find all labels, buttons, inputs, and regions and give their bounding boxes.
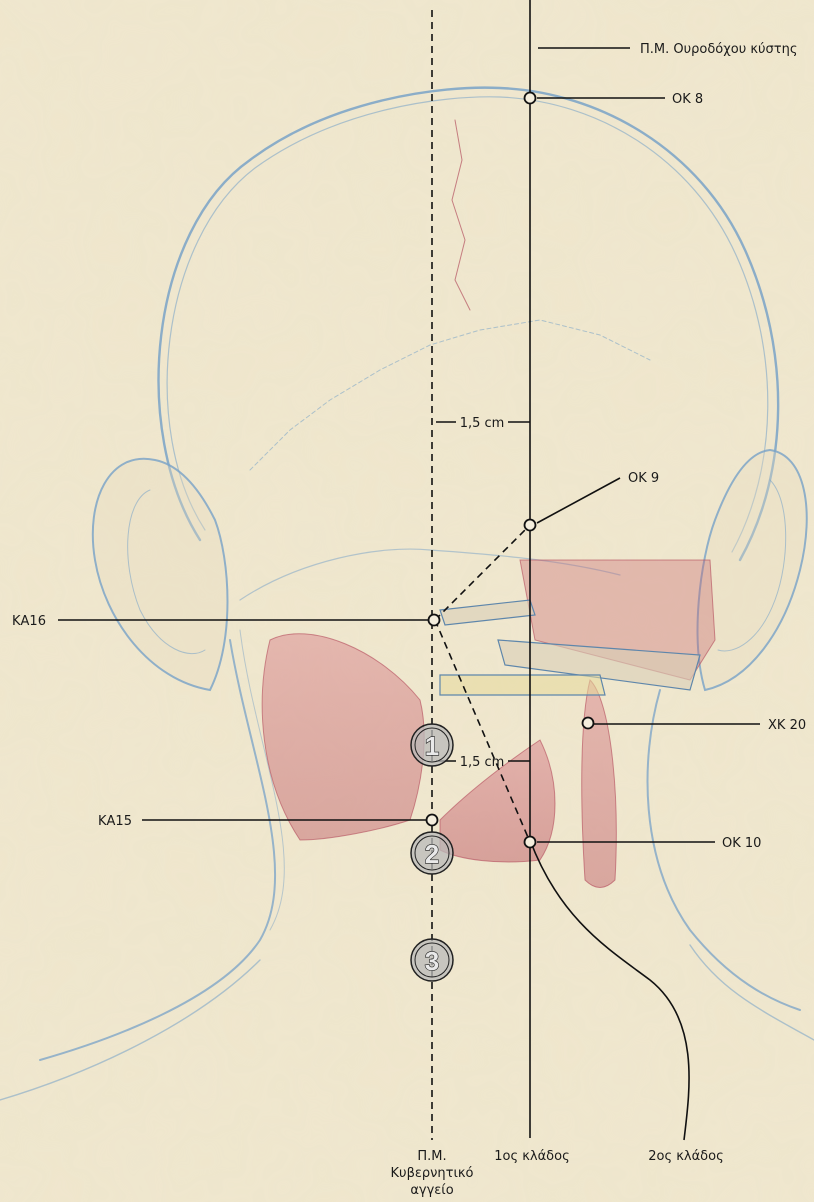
label-governor-line2: Κυβερνητικό	[391, 1166, 474, 1181]
point-ok9	[525, 520, 536, 531]
vertebra-number-1: 1	[425, 731, 439, 761]
point-xk20	[583, 718, 594, 729]
label-ok9: ΟΚ 9	[628, 471, 659, 486]
label-bladder-meridian: Π.Μ. Ουροδόχου κύστης	[640, 42, 798, 57]
label-ok10: ΟΚ 10	[722, 836, 761, 851]
label-first-branch: 1ος κλάδος	[494, 1149, 569, 1164]
label-distance-lower: 1,5 cm	[460, 755, 505, 770]
vertebra-number-3: 3	[425, 946, 439, 976]
point-ok8	[525, 93, 536, 104]
label-ka16: ΚΑ16	[12, 614, 46, 629]
point-ka16	[429, 615, 440, 626]
label-xk20: ΧΚ 20	[768, 718, 806, 733]
vertebra-badge-1: 1	[411, 724, 453, 766]
point-ok10	[525, 837, 536, 848]
label-governor-line1: Π.Μ.	[417, 1149, 446, 1164]
label-ka15: ΚΑ15	[98, 814, 132, 829]
vertebra-number-2: 2	[425, 839, 439, 869]
point-ka15	[427, 815, 438, 826]
vertebra-badge-2: 2	[411, 832, 453, 874]
label-ok8: ΟΚ 8	[672, 92, 703, 107]
label-distance-upper: 1,5 cm	[460, 416, 505, 431]
label-second-branch: 2ος κλάδος	[648, 1149, 723, 1164]
vertebra-badge-3: 3	[411, 939, 453, 981]
label-governor-line3: αγγείο	[410, 1183, 453, 1198]
